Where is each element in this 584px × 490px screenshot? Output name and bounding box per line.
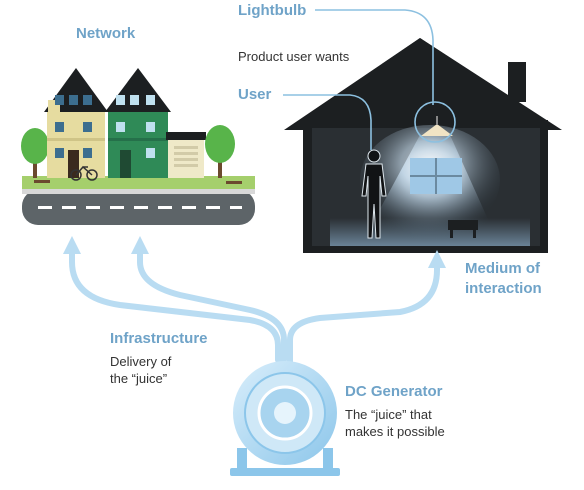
- generator-leg-left: [237, 448, 247, 472]
- road-markings: [38, 206, 242, 209]
- arrow-network-right: [137, 247, 287, 363]
- arrowhead-network-right: [131, 236, 149, 254]
- arrows: [69, 247, 440, 363]
- yellow-house: [44, 68, 108, 178]
- arrow-house: [287, 259, 440, 363]
- generator-sub-line2: makes it possible: [345, 424, 445, 439]
- generator-base: [230, 468, 340, 476]
- bench-inside: [448, 220, 478, 230]
- user-silhouette: [361, 149, 387, 239]
- lightbulb-sublabel: Product user wants: [238, 49, 350, 64]
- infrastructure-label: Infrastructure: [110, 330, 208, 347]
- tree-right: [205, 125, 235, 178]
- garage: [166, 132, 206, 178]
- green-house: [105, 68, 171, 178]
- chimney: [508, 62, 526, 102]
- dc-generator-icon: [230, 356, 340, 476]
- tree-left: [21, 128, 49, 178]
- user-label: User: [238, 86, 272, 103]
- arrowhead-network-left: [63, 236, 81, 254]
- grass-strip: [22, 176, 255, 189]
- arrowhead-house: [428, 250, 446, 268]
- dark-house-icon: [284, 38, 562, 253]
- lightbulb-lamp: [421, 124, 453, 136]
- network-town-icon: [21, 68, 255, 225]
- medium-label-line1: Medium of: [465, 260, 540, 277]
- network-label: Network: [76, 25, 136, 42]
- callout-lines: [283, 9, 456, 150]
- medium-label-line2: interaction: [465, 280, 542, 297]
- bench: [34, 180, 50, 183]
- bench-right: [226, 181, 242, 184]
- arrow-network-left: [69, 247, 281, 363]
- arrowheads: [63, 236, 446, 268]
- sidewalk: [22, 188, 255, 194]
- bicycle: [70, 165, 98, 181]
- generator-leg-right: [323, 448, 333, 472]
- generator-label: DC Generator: [345, 383, 443, 400]
- generator-sub-line1: The “juice” that: [345, 407, 432, 422]
- infrastructure-sub-line2: the “juice”: [110, 371, 168, 386]
- user-callout: [283, 94, 372, 150]
- lightbulb-label: Lightbulb: [238, 2, 307, 19]
- lightbulb-callout-circle: [414, 101, 456, 143]
- lightbulb-callout: [315, 9, 434, 105]
- infrastructure-sub-line1: Delivery of: [110, 354, 172, 369]
